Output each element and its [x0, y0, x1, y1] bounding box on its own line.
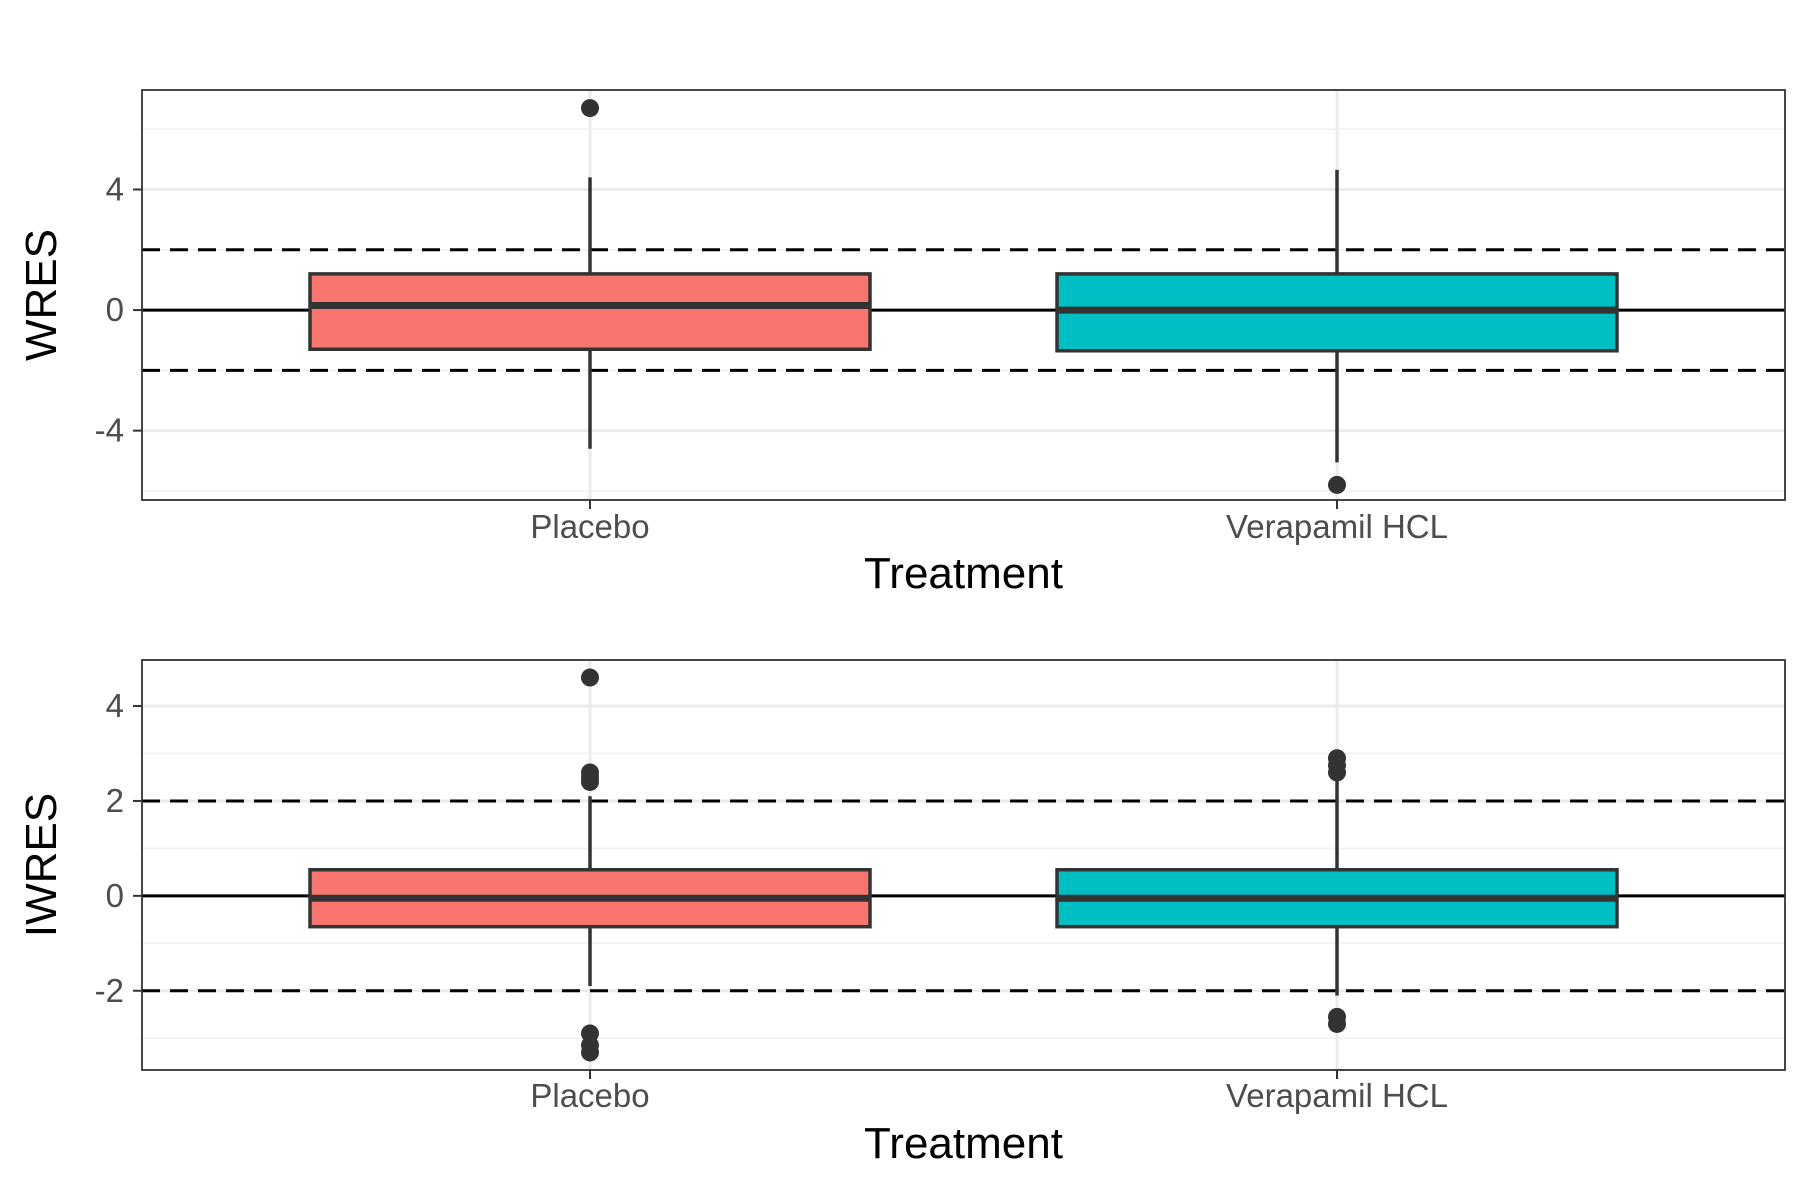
y-tick-label: 2	[106, 782, 124, 819]
outlier-point	[1328, 1014, 1346, 1033]
outlier-point	[1328, 763, 1346, 782]
x-tick-label: Verapamil HCL	[1226, 508, 1448, 545]
outlier-point	[581, 1043, 599, 1062]
box-placebo	[308, 668, 872, 1062]
box-verapamil-hcl	[1055, 749, 1619, 1033]
y-tick-label: 4	[106, 687, 124, 724]
panel-background	[142, 660, 1785, 1070]
y-tick-label: 4	[106, 170, 124, 207]
y-tick-label: 0	[106, 877, 124, 914]
panel-border	[141, 659, 1786, 1071]
panel-border	[141, 89, 1786, 501]
y-tick-label: 0	[106, 291, 124, 328]
x-tick-label: Placebo	[530, 508, 649, 545]
y-axis-title: WRES	[17, 229, 66, 361]
box-body	[308, 272, 872, 352]
outlier-point	[581, 772, 599, 791]
y-axis-title: IWRES	[17, 793, 66, 937]
x-tick-label: Verapamil HCL	[1226, 1077, 1448, 1114]
outlier-point	[581, 99, 599, 118]
x-axis-title: Treatment	[864, 549, 1063, 598]
y-tick-label: -2	[95, 972, 124, 1009]
y-tick-label: -4	[95, 412, 124, 449]
x-tick-label: Placebo	[530, 1077, 649, 1114]
box-placebo	[308, 99, 872, 449]
outlier-point	[1328, 475, 1346, 494]
box-verapamil-hcl	[1055, 169, 1619, 494]
outlier-point	[581, 668, 599, 687]
x-axis-title: Treatment	[864, 1119, 1063, 1168]
